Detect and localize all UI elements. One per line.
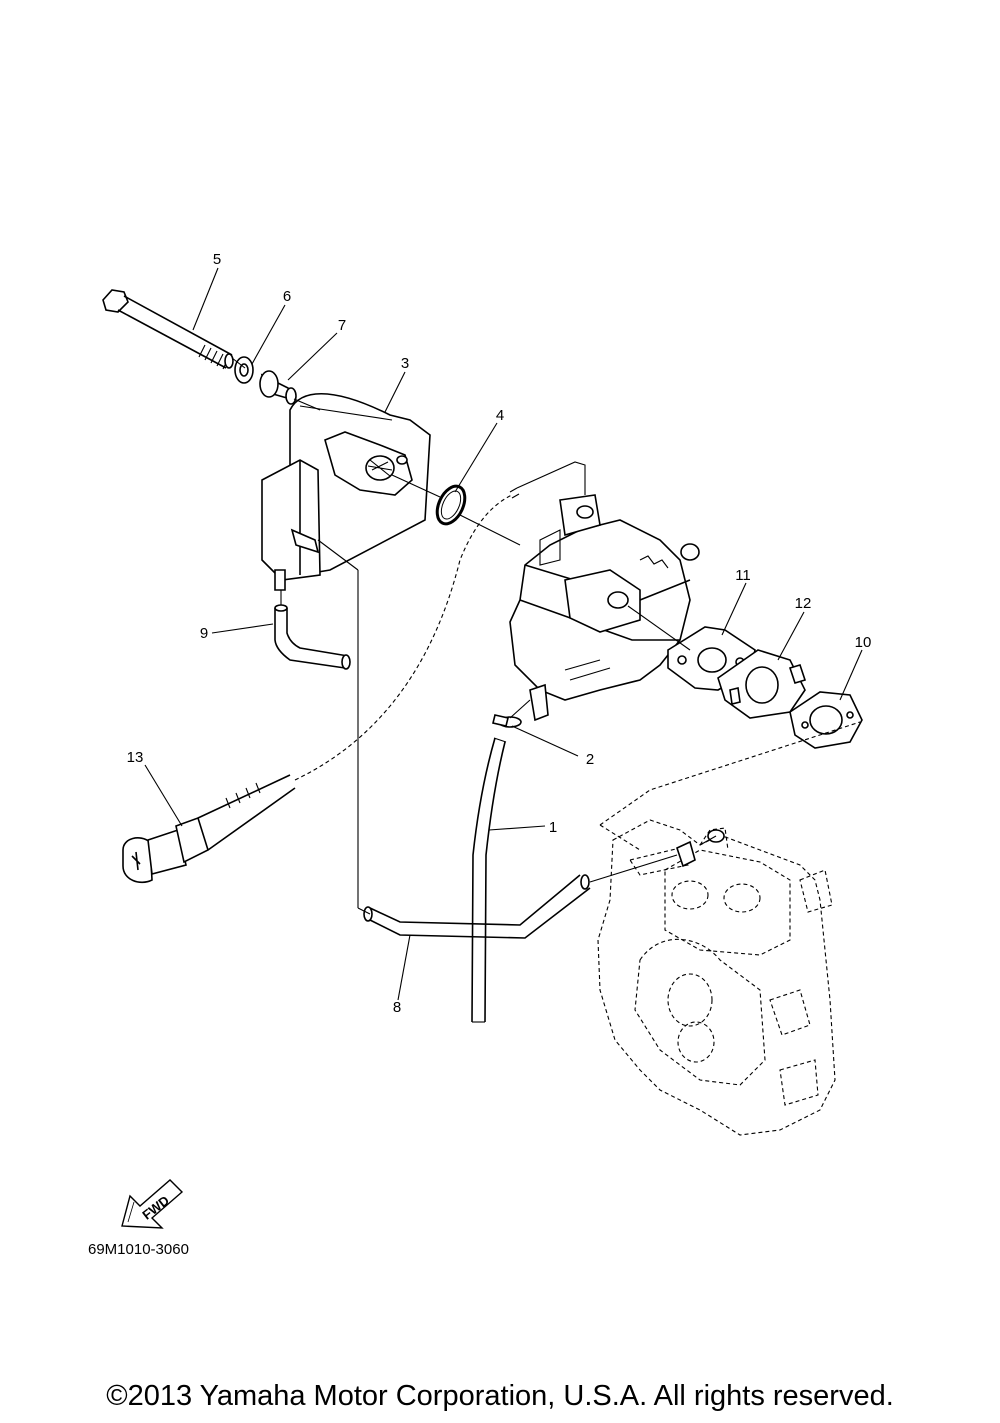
callout-13: 13 — [127, 749, 144, 766]
callout-5: 5 — [213, 251, 221, 268]
bolt-part — [102, 289, 234, 370]
washer-part — [234, 356, 254, 384]
gasket-12-part — [717, 649, 807, 719]
part-number-label: 69M1010-3060 — [88, 1241, 189, 1258]
hose-8-part — [363, 874, 591, 939]
assembly-lines — [231, 357, 691, 915]
collar-part — [259, 370, 297, 405]
silencer-part — [261, 393, 431, 591]
callout-9: 9 — [200, 625, 208, 642]
carburetor-part — [509, 494, 700, 722]
callout-7: 7 — [338, 317, 346, 334]
engine-block-part — [597, 721, 861, 1136]
callout-3: 3 — [401, 355, 409, 372]
callout-10: 10 — [855, 634, 872, 651]
engine-fitting-part — [676, 829, 725, 868]
clamp-part — [492, 714, 522, 728]
callout-2: 2 — [586, 751, 594, 768]
breather-hose-part — [274, 604, 351, 670]
leader-lines — [144, 267, 863, 1001]
choke-knob-part — [122, 494, 513, 884]
fwd-arrow-icon: FWD — [121, 1179, 184, 1229]
o-ring-part — [435, 484, 467, 526]
callout-12: 12 — [795, 595, 812, 612]
callout-1: 1 — [549, 819, 557, 836]
callout-4: 4 — [496, 407, 504, 424]
callout-6: 6 — [283, 288, 291, 305]
copyright-notice: ©2013 Yamaha Motor Corporation, U.S.A. A… — [106, 1380, 894, 1412]
callout-11: 11 — [735, 567, 751, 584]
gasket-10-part — [789, 691, 863, 749]
callout-8: 8 — [393, 999, 401, 1016]
fuel-hose-part — [471, 737, 507, 1023]
